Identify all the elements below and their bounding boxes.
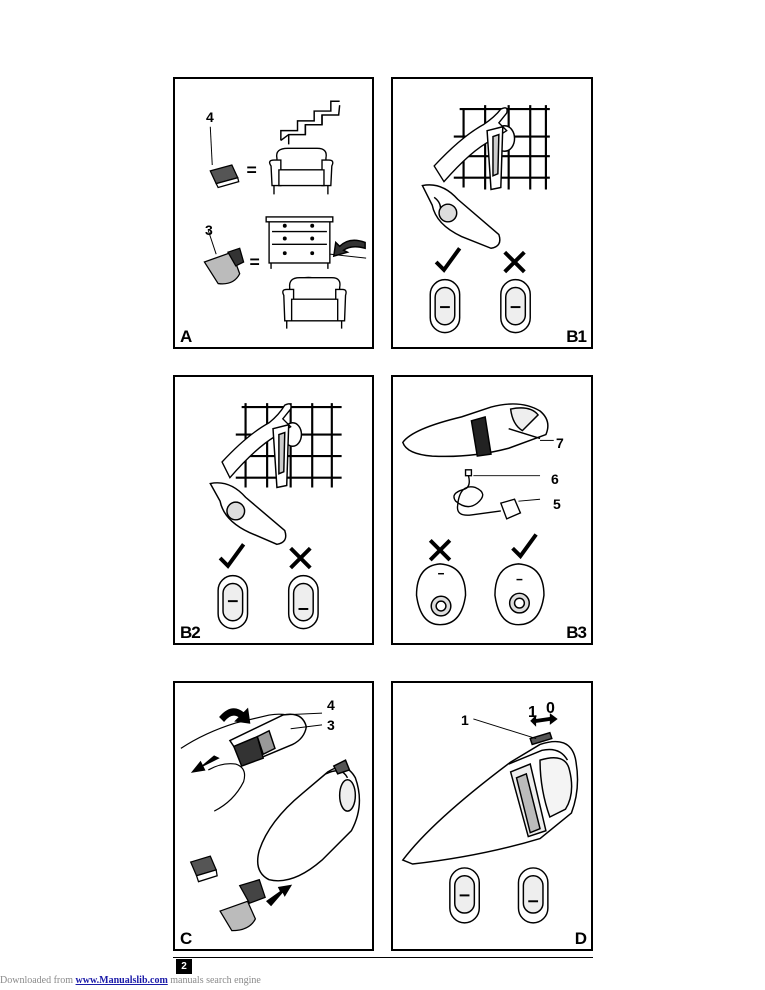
panel-d-label: D (574, 929, 587, 948)
panel-a-label: A (180, 327, 192, 346)
switch-icon (429, 278, 461, 334)
panel-a: = = (173, 77, 374, 349)
panel-d: 1 1 0 D (391, 681, 593, 951)
switch-icon (517, 867, 549, 924)
vacuum-icon (256, 759, 361, 882)
download-source: Downloaded from www.Manualslib.com manua… (0, 975, 261, 986)
vacuum-icon (401, 403, 549, 458)
cross-icon (289, 546, 312, 570)
footer-rule (173, 957, 593, 958)
panel-b1-label: B1 (566, 327, 587, 346)
panel-b2-illustration (209, 403, 342, 630)
dresser-icon (265, 216, 367, 269)
arrow-icon (530, 713, 558, 727)
checkmark-icon (511, 533, 538, 560)
callout-3: 3 (327, 717, 335, 733)
switch-icon (287, 574, 319, 630)
panel-b2: B2 (173, 375, 374, 645)
panel-b3: 7 6 5 B3 (391, 375, 593, 645)
svg-text:=: = (249, 252, 259, 272)
vacuum-icon (209, 482, 287, 546)
panel-b2-label: B2 (180, 623, 201, 642)
vacuum-icon (401, 731, 579, 865)
panel-b1: B1 (391, 77, 593, 349)
checkmark-icon (218, 543, 246, 569)
panel-a-illustration: = = (203, 100, 367, 329)
charger-icon (453, 469, 522, 520)
panel-c: 4 3 C (173, 681, 374, 951)
callout-1-position: 1 (461, 712, 469, 728)
arrow-icon (190, 707, 293, 907)
download-prefix: Downloaded from (0, 975, 76, 986)
callout-3: 3 (205, 222, 213, 238)
stairs-icon (280, 100, 341, 145)
brush-tool-icon (219, 878, 266, 932)
callout-4: 4 (206, 109, 214, 125)
panel-b3-illustration (401, 403, 554, 626)
manualslib-link[interactable]: www.Manualslib.com (75, 975, 168, 986)
cross-icon (503, 250, 526, 274)
vacuum-icon (486, 125, 504, 191)
callout-7: 7 (556, 435, 564, 451)
panel-c-illustration (180, 707, 361, 932)
brush-tool-icon (203, 230, 245, 285)
armchair-icon (268, 147, 334, 195)
callout-4: 4 (327, 697, 335, 713)
checkmark-icon (434, 247, 462, 273)
vacuum-icon (272, 423, 290, 489)
crevice-tool-icon (209, 126, 240, 189)
callout-5: 5 (553, 496, 561, 512)
switch-off-label: 0 (546, 700, 555, 717)
page-number: 2 (176, 959, 192, 974)
charger-base (415, 563, 467, 626)
hand-icon (221, 403, 292, 479)
charger-base (494, 563, 545, 626)
cross-icon (428, 538, 452, 562)
panel-b1-illustration (421, 105, 550, 334)
vacuum-icon (421, 184, 501, 250)
panel-d-illustration (401, 713, 579, 924)
switch-icon (500, 278, 531, 334)
callout-6: 6 (551, 471, 559, 487)
hand-icon (433, 107, 508, 183)
download-suffix: manuals search engine (167, 975, 261, 986)
switch-on-label: 1 (528, 704, 537, 721)
switch-icon (449, 867, 480, 924)
panel-b3-label: B3 (566, 623, 587, 642)
svg-text:=: = (247, 160, 257, 180)
panel-c-label: C (180, 929, 192, 948)
switch-icon (217, 574, 249, 630)
armchair-icon (282, 277, 347, 329)
crevice-tool-icon (189, 855, 218, 883)
